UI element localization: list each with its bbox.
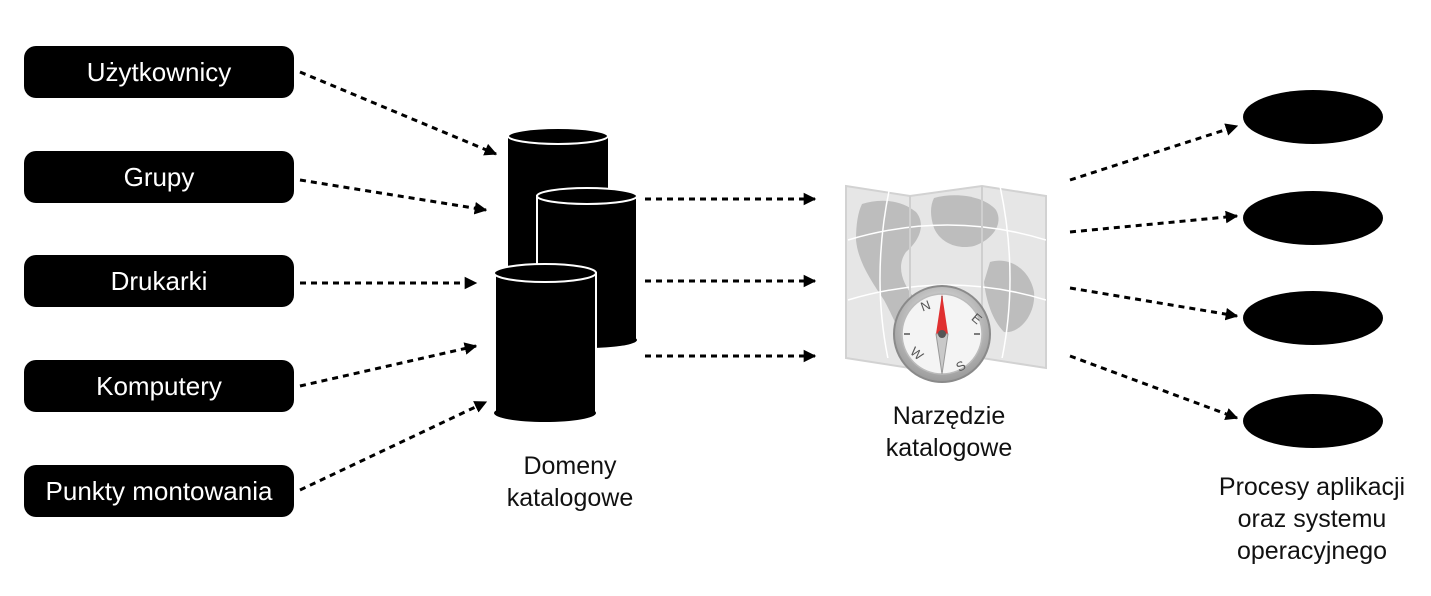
- processes-caption-line2: oraz systemu: [1237, 505, 1387, 533]
- dashed-arrow-icon: [299, 178, 488, 215]
- process-ellipse: [1243, 394, 1383, 448]
- processes-caption-line1: Procesy aplikacji: [1218, 473, 1406, 501]
- source-groups-label: Grupy: [123, 161, 195, 192]
- arrows-sources-to-domains: [299, 70, 498, 492]
- source-users: Użytkownicy: [24, 46, 294, 98]
- tool-caption-line2: katalogowe: [885, 434, 1013, 462]
- source-mount-points: Punkty montowania: [24, 465, 294, 517]
- compass-icon: N E S W: [893, 285, 991, 383]
- domains-caption-line1: Domeny: [523, 452, 617, 480]
- arrows-domains-to-tool: [645, 192, 817, 363]
- dashed-arrow-icon: [299, 400, 488, 492]
- dashed-arrow-icon: [1069, 286, 1239, 321]
- source-computers-label: Komputery: [96, 370, 222, 401]
- process-ellipse: [1243, 90, 1383, 144]
- processes-ellipses: [1243, 90, 1383, 448]
- source-groups: Grupy: [24, 151, 294, 203]
- process-ellipse: [1243, 291, 1383, 345]
- source-users-label: Użytkownicy: [86, 56, 232, 87]
- process-ellipse: [1243, 191, 1383, 245]
- tool-caption: Narzędzie katalogowe: [849, 400, 1049, 464]
- dashed-arrow-icon: [1069, 354, 1239, 420]
- domains-caption-line2: katalogowe: [506, 484, 634, 512]
- domains-caption: Domeny katalogowe: [470, 450, 670, 514]
- source-mount-points-label: Punkty montowania: [45, 475, 273, 506]
- dashed-arrow-icon: [1069, 123, 1239, 182]
- dashed-arrow-icon: [299, 70, 498, 156]
- source-computers: Komputery: [24, 360, 294, 412]
- database-icon: [493, 263, 597, 422]
- processes-caption-line3: operacyjnego: [1236, 537, 1388, 565]
- arrows-tool-to-processes: [1069, 123, 1239, 420]
- source-printers: Drukarki: [24, 255, 294, 307]
- tool-caption-line1: Narzędzie: [892, 402, 1006, 430]
- domains-databases: [493, 127, 638, 422]
- source-printers-label: Drukarki: [110, 265, 208, 296]
- processes-caption: Procesy aplikacji oraz systemu operacyjn…: [1193, 471, 1431, 567]
- dashed-arrow-icon: [1069, 210, 1239, 234]
- dashed-arrow-icon: [299, 342, 478, 388]
